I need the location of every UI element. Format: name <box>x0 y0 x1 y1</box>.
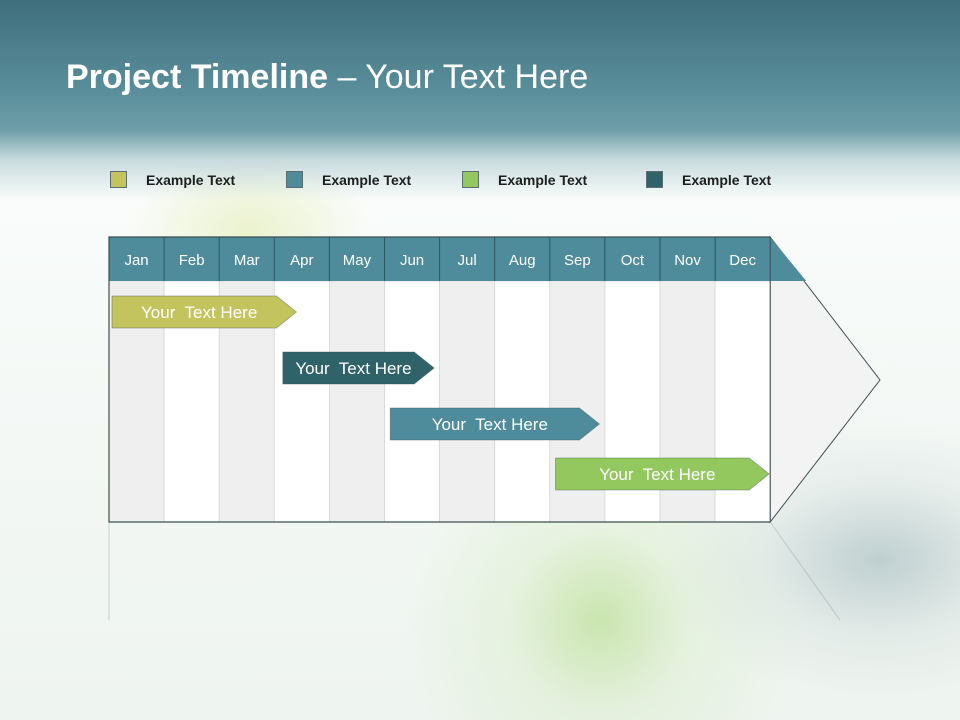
month-label-jul: Jul <box>458 252 477 269</box>
legend-label-1: Example Text <box>146 172 236 188</box>
task-label-3: Your Text Here <box>432 415 548 434</box>
task-label-1: Your Text Here <box>141 303 257 322</box>
month-label-may: May <box>343 252 372 269</box>
month-column-jun <box>384 280 440 523</box>
month-label-jun: Jun <box>400 252 424 269</box>
task-bar-4 <box>555 457 770 491</box>
legend-label-2: Example Text <box>322 172 412 188</box>
month-header-band <box>109 237 807 281</box>
month-column-aug <box>494 280 551 523</box>
legend-swatch-1 <box>110 171 127 188</box>
task-bar-3 <box>389 407 601 441</box>
month-label-jan: Jan <box>124 252 148 269</box>
page-title-rest: – Your Text Here <box>328 58 589 96</box>
legend-label-4: Example Text <box>682 172 772 188</box>
legend-label-3: Example Text <box>498 172 588 188</box>
legend-swatch-4 <box>646 171 663 188</box>
legend-swatch-3 <box>462 171 479 188</box>
month-label-aug: Aug <box>509 252 536 269</box>
task-label-2: Your Text Here <box>295 359 411 378</box>
month-column-jul <box>439 280 496 523</box>
page-title: Project Timeline – Your Text Here <box>66 58 588 97</box>
month-label-nov: Nov <box>674 252 701 269</box>
task-bar-2 <box>282 351 435 385</box>
reflection-right-edge <box>769 521 841 621</box>
month-label-feb: Feb <box>179 252 205 269</box>
task-bar-1 <box>111 295 297 329</box>
month-label-oct: Oct <box>621 252 645 269</box>
month-label-apr: Apr <box>290 252 313 269</box>
month-label-dec: Dec <box>729 252 756 269</box>
task-label-4: Your Text Here <box>599 465 715 484</box>
timeline-frame <box>108 236 771 523</box>
month-label-mar: Mar <box>234 252 260 269</box>
month-column-may <box>328 280 385 523</box>
page-title-bold: Project Timeline <box>66 58 329 96</box>
month-label-sep: Sep <box>564 252 591 269</box>
legend-swatch-2 <box>286 171 303 188</box>
header-band <box>0 0 960 200</box>
